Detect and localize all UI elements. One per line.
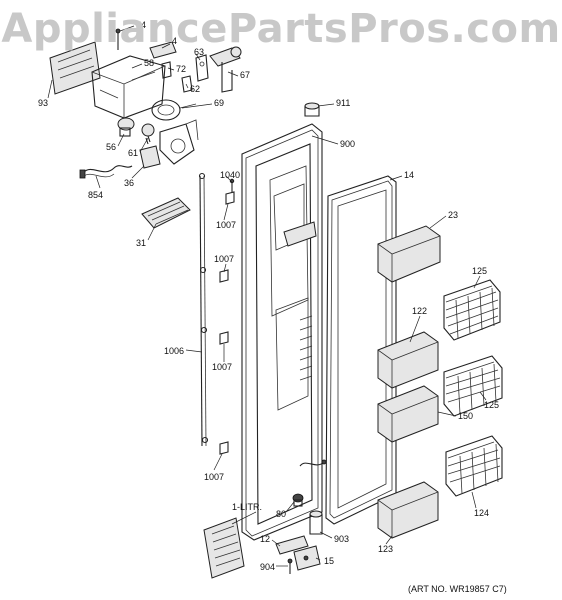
callout-labels: 74 4 63 58 72 67 62 93 69 911 900 56 61 … bbox=[38, 20, 499, 572]
dispenser-housing-58 bbox=[91, 55, 166, 119]
callout-903: 903 bbox=[334, 534, 349, 544]
callout-1-litr: 1-LITR. bbox=[232, 502, 262, 512]
manual-1-litr bbox=[203, 517, 245, 579]
callout-62: 62 bbox=[190, 84, 200, 94]
wire-basket-124 bbox=[445, 435, 503, 497]
callout-125-a: 125 bbox=[472, 266, 487, 276]
callout-12: 12 bbox=[260, 534, 270, 544]
retainer-1007-set bbox=[219, 191, 235, 455]
callout-1040: 1040 bbox=[220, 170, 240, 180]
wire-basket-125b bbox=[443, 355, 503, 417]
bushing-80 bbox=[292, 493, 304, 507]
leader-lines bbox=[47, 25, 487, 567]
callout-122: 122 bbox=[412, 306, 427, 316]
callout-80: 80 bbox=[276, 509, 286, 519]
actuator-4 bbox=[149, 41, 177, 59]
solenoid-67 bbox=[209, 46, 242, 93]
callout-67: 67 bbox=[240, 70, 250, 80]
watermark: AppliancePartsPros.com bbox=[1, 6, 561, 52]
door-bin-122 bbox=[377, 331, 439, 389]
door-bin-23 bbox=[377, 225, 441, 283]
hinge-rod-1006 bbox=[198, 172, 209, 447]
screw-904 bbox=[287, 558, 293, 574]
wire-basket-125a bbox=[443, 279, 501, 341]
callout-1007-a: 1007 bbox=[216, 220, 236, 230]
callout-1007-b: 1007 bbox=[214, 254, 234, 264]
hinge-12 bbox=[275, 535, 309, 555]
switch-36 bbox=[139, 137, 161, 169]
socket-61 bbox=[141, 123, 155, 143]
drip-tray-31 bbox=[141, 197, 191, 229]
callout-63: 63 bbox=[194, 47, 204, 57]
light-bulb-56 bbox=[117, 117, 135, 137]
callout-74: 74 bbox=[136, 20, 146, 30]
clip-62 bbox=[181, 75, 193, 93]
door-outer-panel-900 bbox=[241, 123, 323, 541]
cap-911 bbox=[304, 102, 320, 117]
callout-150: 150 bbox=[458, 411, 473, 421]
callout-15: 15 bbox=[324, 556, 334, 566]
callout-31: 31 bbox=[136, 238, 146, 248]
hinge-bracket-15 bbox=[293, 545, 321, 571]
callout-93: 93 bbox=[38, 98, 48, 108]
callout-69: 69 bbox=[214, 98, 224, 108]
callout-900: 900 bbox=[340, 139, 355, 149]
spring-72 bbox=[161, 61, 172, 79]
callout-14: 14 bbox=[404, 170, 414, 180]
callout-854: 854 bbox=[88, 190, 103, 200]
motor-bracket-69 bbox=[151, 99, 197, 121]
callout-61: 61 bbox=[128, 148, 138, 158]
hinge-pin-903 bbox=[309, 510, 323, 535]
bracket-63 bbox=[195, 54, 209, 82]
callout-1006: 1006 bbox=[164, 346, 184, 356]
callout-58: 58 bbox=[144, 58, 154, 68]
art-number-note: (ART NO. WR19857 C7) bbox=[408, 584, 507, 594]
control-panel-assembly-93 bbox=[49, 41, 101, 95]
callout-23: 23 bbox=[448, 210, 458, 220]
callout-72: 72 bbox=[176, 64, 186, 74]
callout-36: 36 bbox=[124, 178, 134, 188]
pin-74 bbox=[115, 28, 121, 50]
wire-harness-854 bbox=[79, 165, 133, 179]
callout-1007-c: 1007 bbox=[212, 362, 232, 372]
callout-56: 56 bbox=[106, 142, 116, 152]
callout-123: 123 bbox=[378, 544, 393, 554]
callout-124: 124 bbox=[474, 508, 489, 518]
door-bin-123 bbox=[377, 481, 439, 539]
callout-125-b: 125 bbox=[484, 400, 499, 410]
door-bin-150 bbox=[377, 385, 439, 443]
callout-904: 904 bbox=[260, 562, 275, 572]
wire-clip-bottom bbox=[299, 459, 327, 467]
motor-assembly bbox=[159, 119, 199, 165]
screw-1040 bbox=[229, 178, 235, 192]
callout-911: 911 bbox=[336, 98, 350, 108]
callout-4: 4 bbox=[172, 36, 177, 46]
callout-1007-d: 1007 bbox=[204, 472, 224, 482]
